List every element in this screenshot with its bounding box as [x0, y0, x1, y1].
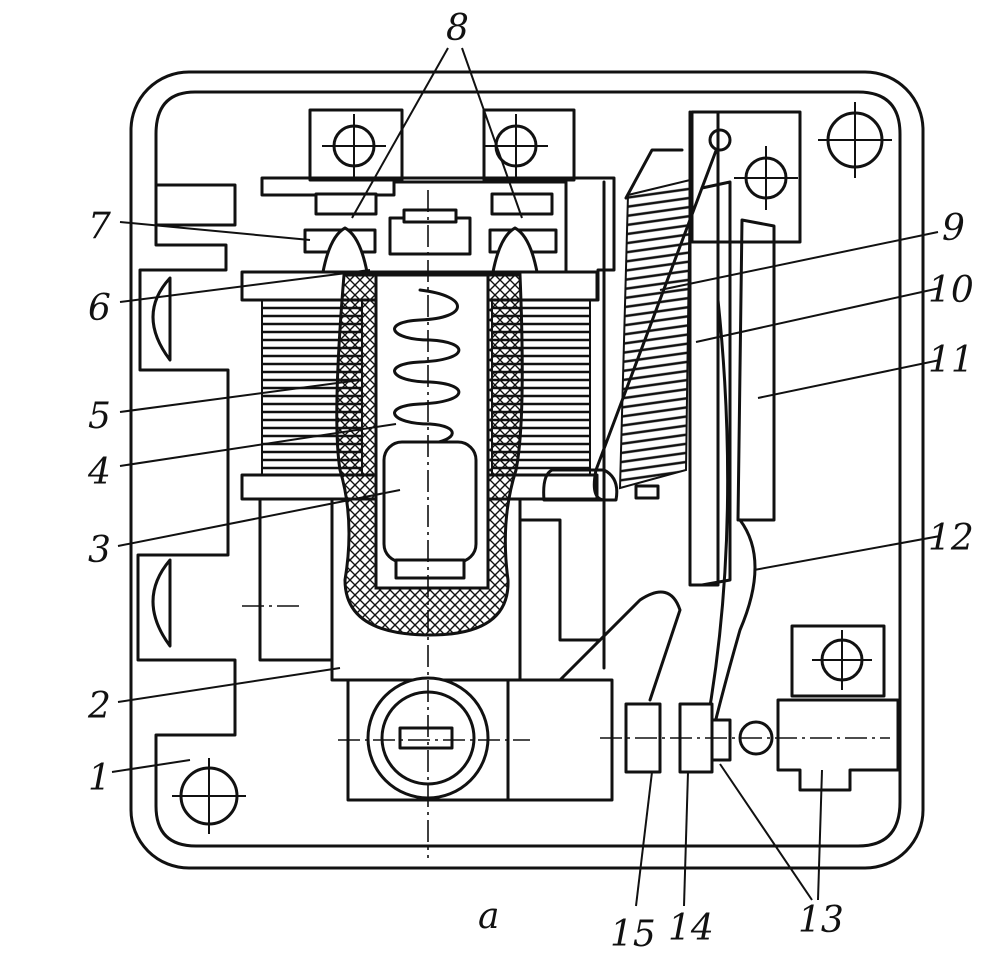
bottom-hook — [558, 590, 682, 702]
callout-2: 2 — [87, 686, 111, 727]
callout-6: 6 — [88, 288, 111, 329]
callout-11: 11 — [928, 340, 974, 381]
callout-7: 7 — [88, 206, 111, 247]
top-brackets — [308, 108, 802, 244]
callout-5: 5 — [88, 396, 111, 437]
callout-15: 15 — [610, 914, 656, 955]
callout-10: 10 — [928, 270, 974, 311]
bottom-blocks — [346, 676, 614, 802]
mounting-hole-top-right — [818, 102, 892, 178]
coil-stud — [634, 484, 660, 500]
return-spring — [393, 288, 461, 446]
callout-14: 14 — [668, 908, 714, 949]
callout-1: 1 — [88, 758, 111, 799]
callout-9: 9 — [942, 208, 965, 249]
callout-13: 13 — [798, 900, 844, 941]
wire-lever — [542, 138, 722, 502]
lower-contact-assembly — [624, 624, 900, 792]
housing-base — [129, 70, 925, 870]
centerlines — [242, 190, 890, 858]
auxiliary-coil — [618, 178, 692, 490]
figure-letter: a — [478, 896, 499, 937]
flat-springs — [688, 110, 776, 762]
insulating-sleeve — [335, 273, 524, 637]
callout-3: 3 — [88, 530, 111, 571]
callout-labels: 1 2 3 4 5 6 7 8 9 10 11 12 13 14 15 a — [87, 8, 974, 955]
mounting-holes — [172, 102, 892, 834]
upper-contacts — [303, 192, 558, 274]
left-side-knobs — [151, 276, 172, 648]
wire-lead — [624, 148, 684, 200]
callout-4: 4 — [87, 452, 111, 493]
lever-pivot — [708, 128, 732, 152]
mounting-hole-bottom-left — [172, 758, 246, 834]
callout-8: 8 — [446, 8, 469, 49]
leader-lines — [111, 47, 941, 907]
callout-12: 12 — [928, 518, 974, 559]
plunger-armature — [382, 440, 478, 580]
